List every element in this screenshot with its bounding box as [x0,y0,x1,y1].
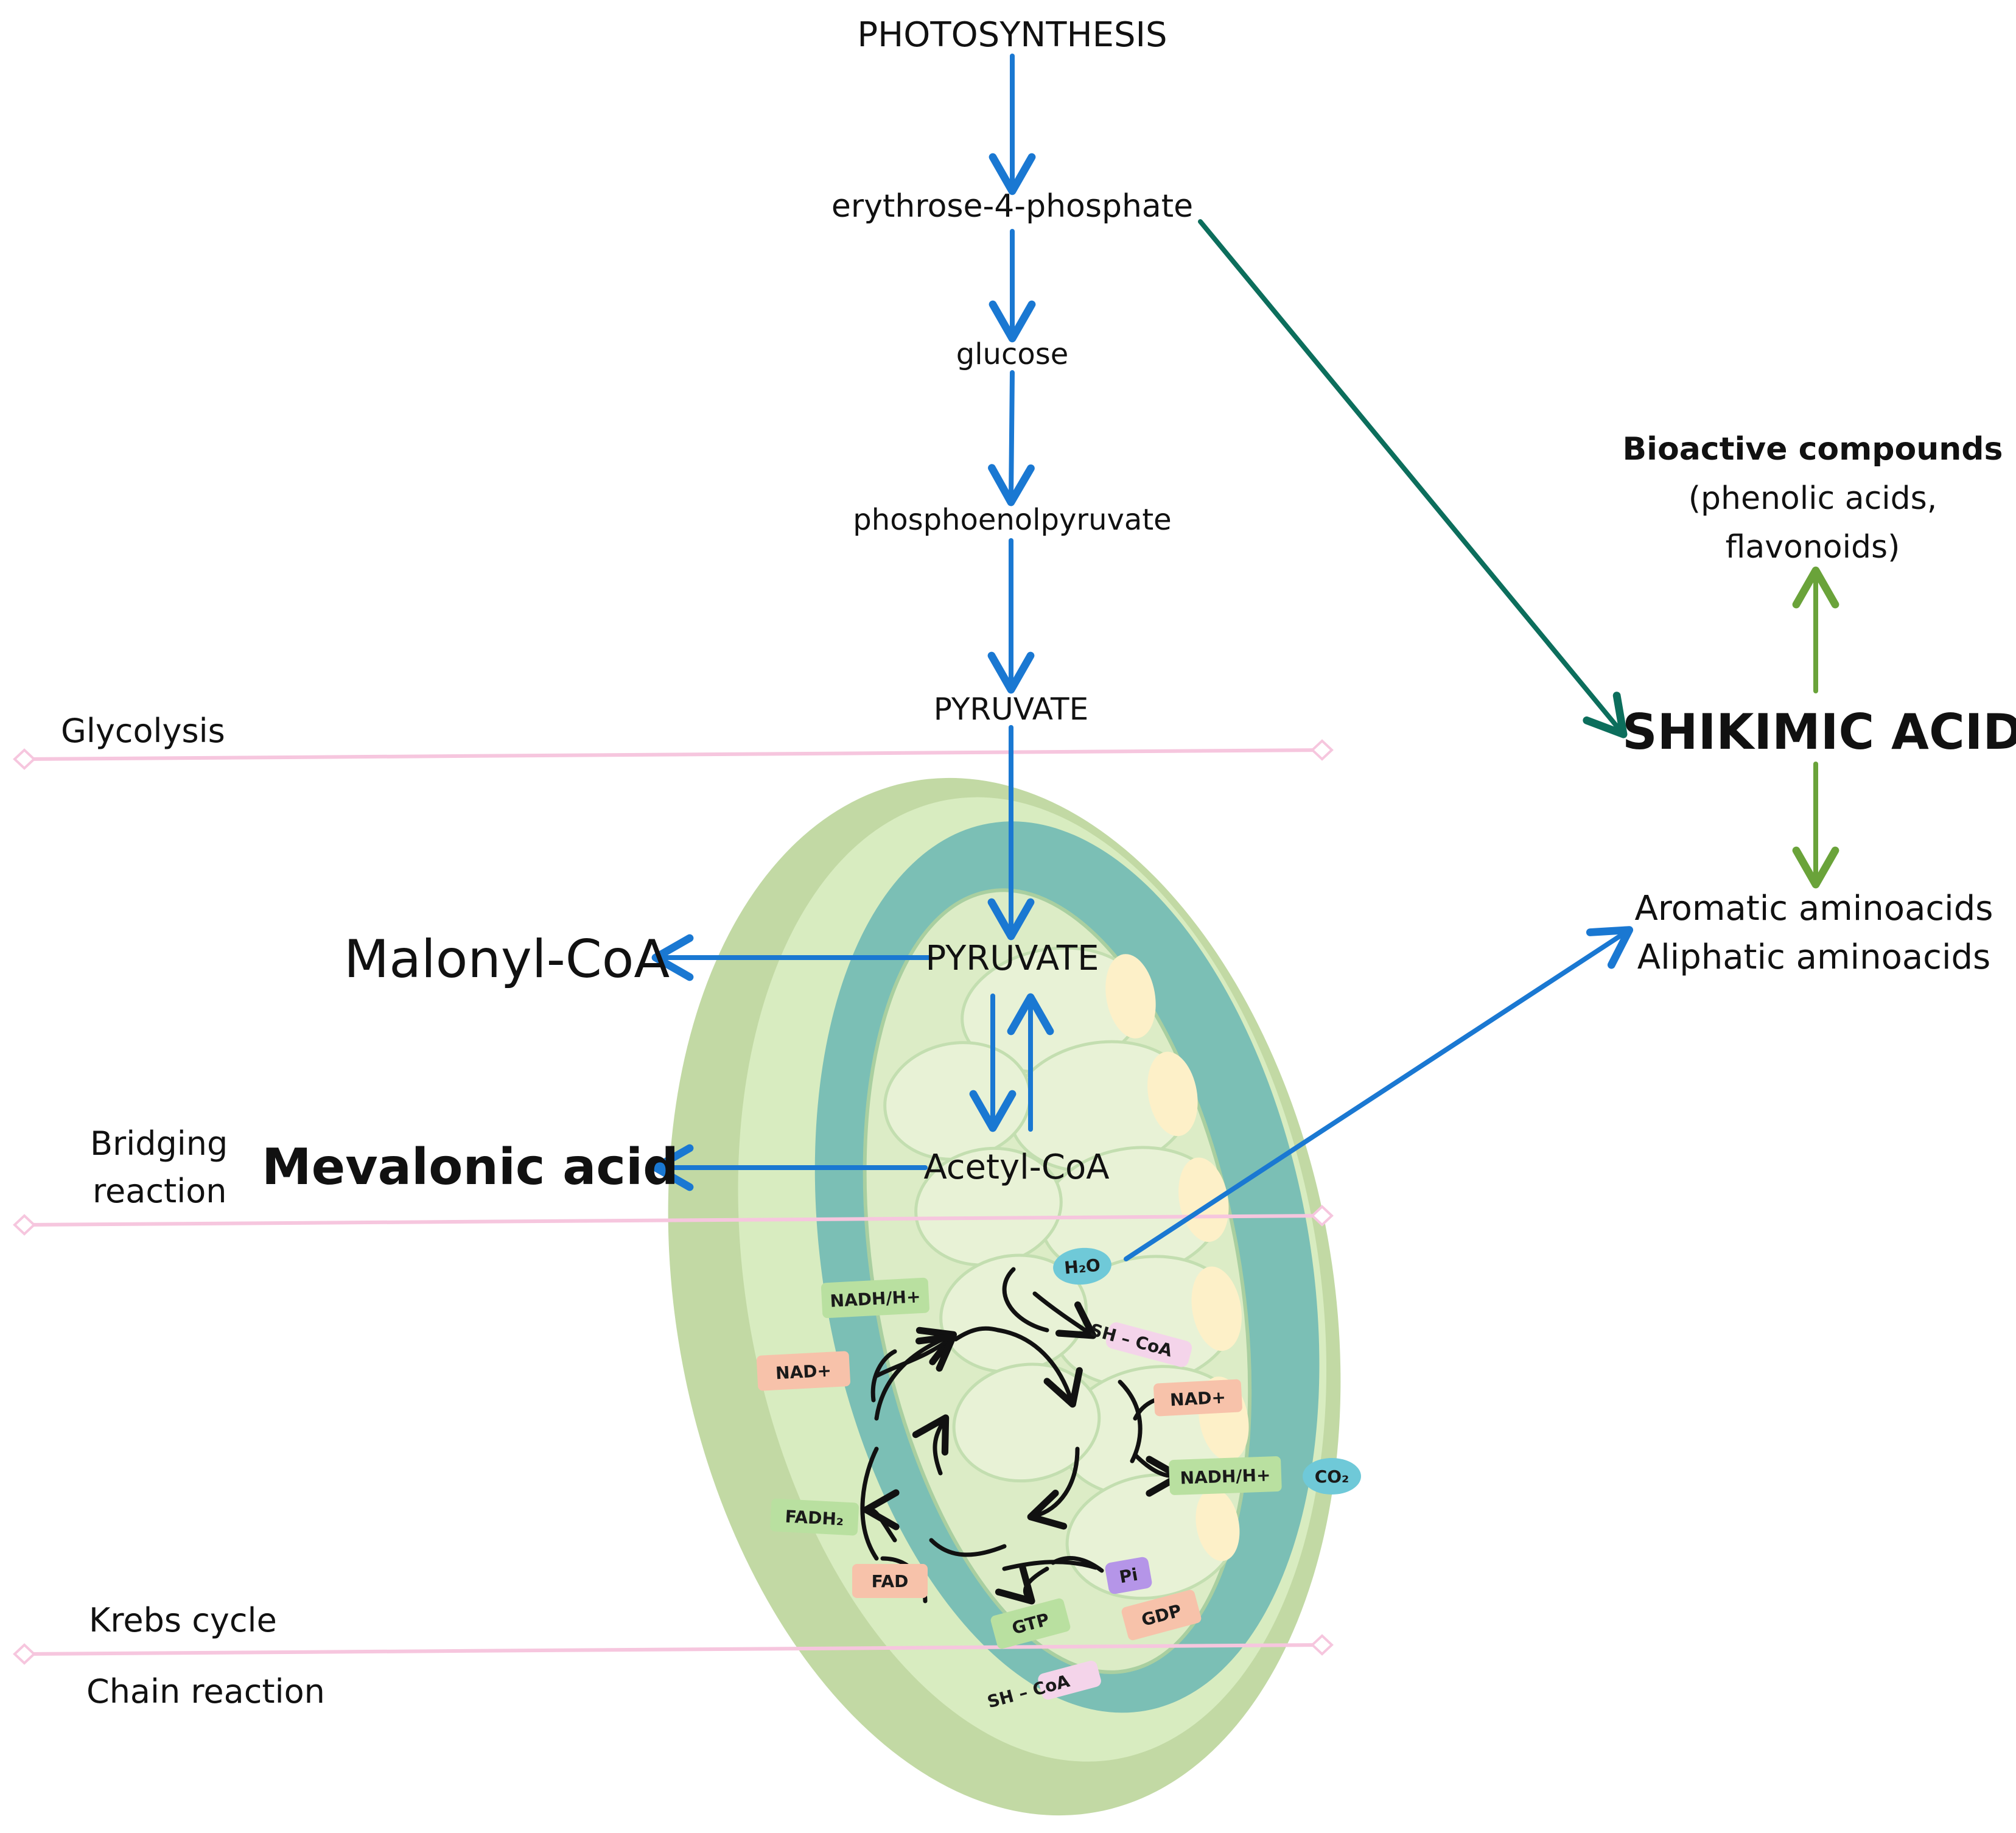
nadh-right-tag: NADH/H+ [1169,1456,1282,1495]
pyruvate-cytosol-label: PYRUVATE [933,692,1089,727]
pathway-arrows [651,54,1634,1261]
co2-label: CO₂ [1315,1467,1349,1487]
h2o-tag: H₂O [1053,1247,1111,1285]
stage-bridging-line-1: Bridging [90,1124,228,1163]
pep-label: phosphoenolpyruvate [853,503,1172,537]
nadh-right-label: NADH/H+ [1180,1465,1271,1488]
nad-left-label: NAD+ [775,1361,831,1384]
fadh2-label: FADH₂ [785,1506,844,1529]
aliphatic-aminoacids-label: Aliphatic aminoacids [1637,938,1991,977]
mitochondrion [668,777,1341,1816]
nadh-top-left-label: NADH/H+ [830,1286,921,1311]
shikimic-acid-label: SHIKIMIC ACID [1622,704,2016,760]
stage-bridging-line-2: reaction [93,1172,227,1210]
gdp-tag: GDP [1121,1589,1202,1641]
nad-right-label: NAD+ [1169,1387,1226,1411]
bioactive-title: Bioactive compounds [1622,431,2003,468]
nadh-top-left-tag: NADH/H+ [821,1277,929,1319]
aromatic-aminoacids-label: Aromatic aminoacids [1634,889,1993,928]
gtp-tag: GTP [990,1598,1071,1649]
photosynthesis-label: PHOTOSYNTHESIS [857,15,1167,55]
bioactive-line-1: (phenolic acids, [1688,480,1937,517]
stage-glycolysis-label: Glycolysis [61,712,225,750]
erythrose-label: erythrose-4-phosphate [831,188,1194,225]
pyruvate-mito-label: PYRUVATE [925,939,1099,978]
pi-label: Pi [1118,1565,1139,1588]
acetyl-coa-label: Acetyl-CoA [923,1148,1110,1187]
mevalonic-acid-label: Mevalonic acid [262,1138,679,1196]
nad-left-tag: NAD+ [756,1351,850,1391]
stage-chain-label: Chain reaction [86,1672,325,1711]
fad-label: FAD [872,1571,909,1591]
pi-tag: Pi [1105,1557,1152,1594]
shikimic-arrow [1198,219,1628,738]
h2o-label: H₂O [1063,1255,1101,1278]
krebs-cycle-tags: H₂O SH – CoA NADH/H+ NAD+ NAD+ NADH/H+ [756,1247,1361,1712]
bioactive-line-2: flavonoids) [1725,529,1900,566]
fad-tag: FAD [852,1564,928,1598]
malonyl-coa-label: Malonyl-CoA [344,929,670,990]
stage-krebs-label: Krebs cycle [89,1601,277,1639]
nad-right-tag: NAD+ [1153,1379,1242,1417]
glucose-label: glucose [956,337,1069,371]
fadh2-tag: FADH₂ [770,1498,859,1536]
co2-tag: CO₂ [1303,1458,1361,1495]
stage-separators [13,739,1334,1665]
